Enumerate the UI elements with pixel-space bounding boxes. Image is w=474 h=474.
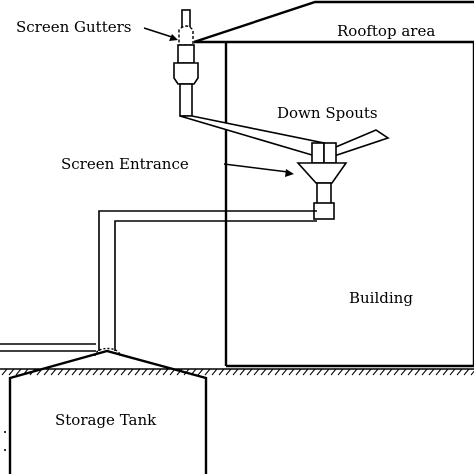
ground-hatch-mark [435,368,442,376]
ground-hatch-mark [442,368,449,376]
ground-hatch-mark [113,368,120,376]
gutter-pipe-vertical [179,83,193,117]
gutter-screen [178,25,194,46]
ground-hatch-mark [106,368,113,376]
downspout-left-leg [311,142,325,164]
gutter-pipe [173,9,326,156]
ground-hatch-mark [400,368,407,376]
ground-hatch-mark [218,368,225,376]
ground-hatch-mark [134,368,141,376]
ground-hatch-mark [120,368,127,376]
ground-hatch-mark [449,368,456,376]
roof [193,0,474,44]
screen-entrance-leader [223,163,289,173]
ground-hatch-mark [78,368,85,376]
screen-entrance [296,162,348,220]
ground-hatch-mark [71,368,78,376]
label-screen-entrance: Screen Entrance [61,155,189,173]
ground-hatch-mark [239,368,246,376]
ground-hatch-mark [344,368,351,376]
down-spout [311,129,390,164]
ground-hatch-mark [330,368,337,376]
gutter-fitting-upper [177,44,195,64]
label-screen-gutters: Screen Gutters [16,18,131,36]
ground-hatch-mark [127,368,134,376]
ground-hatch-mark [393,368,400,376]
ground-hatching [0,368,474,376]
ground-hatch-mark [197,368,204,376]
conveyance-pipe [98,210,317,351]
ground-hatch-mark [365,368,372,376]
ground-hatch-mark [288,368,295,376]
ground-hatch-mark [372,368,379,376]
ground-hatch-mark [155,368,162,376]
building [224,42,474,368]
screen-entrance-funnel [296,162,348,184]
ground-hatch-mark [407,368,414,376]
label-storage-tank: Storage Tank [55,411,157,429]
ground-hatch-mark [211,368,218,376]
ground-hatch-mark [267,368,274,376]
ground-hatch-mark [43,368,50,376]
ground-hatch-mark [295,368,302,376]
ground-hatch-mark [260,368,267,376]
ground-hatch-mark [204,368,211,376]
ground-hatch-mark [358,368,365,376]
label-rooftop-area: Rooftop area [337,22,435,40]
ground-hatch-mark [50,368,57,376]
ground-hatch-mark [414,368,421,376]
conveyance-pipe-outer [98,210,317,351]
ground-hatch-mark [274,368,281,376]
ground-hatch-mark [232,368,239,376]
ground-hatch-mark [253,368,260,376]
ground-hatch-mark [1,368,8,376]
screen-gutters-leader [143,27,176,39]
leader-lines [143,27,294,177]
ground-hatch-mark [386,368,393,376]
ground-hatch-mark [64,368,71,376]
ground-hatch-mark [141,368,148,376]
conveyance-pipe-inner [114,220,317,351]
ground-hatch-mark [456,368,463,376]
screen-entrance-arrow-head [285,169,294,177]
ground-hatch-mark [8,368,15,376]
ground-hatch-mark [225,368,232,376]
ground-hatch-mark [162,368,169,376]
ground-hatch-mark [463,368,470,376]
label-down-spouts: Down Spouts [277,104,378,122]
ground-hatch-mark [85,368,92,376]
ground-hatch-mark [379,368,386,376]
ground-hatch-mark [316,368,323,376]
ground-hatch-mark [309,368,316,376]
ground-hatch-mark [148,368,155,376]
ground-hatch-mark [57,368,64,376]
gutter-filter-housing [173,62,199,85]
label-building: Building [349,289,413,307]
tank-inlet-screen [94,347,121,357]
downspout-right-leg [323,142,337,164]
ground-hatch-marks [1,368,474,376]
ground-hatch-mark [15,368,22,376]
ground-hatch-mark [351,368,358,376]
storage-tank [4,347,208,474]
ground-hatch-mark [99,368,106,376]
ground-hatch-mark [92,368,99,376]
overflow-pipes [0,343,96,352]
ground-hatch-mark [428,368,435,376]
ground-hatch-mark [281,368,288,376]
ground-hatch-mark [421,368,428,376]
ground-hatch-mark [302,368,309,376]
tank-outline [8,349,208,474]
roof-slope [193,0,474,44]
ground-hatch-mark [337,368,344,376]
screen-gutters-arrow-head [169,34,178,41]
ground-hatch-mark [323,368,330,376]
ground-hatch-mark [246,368,253,376]
